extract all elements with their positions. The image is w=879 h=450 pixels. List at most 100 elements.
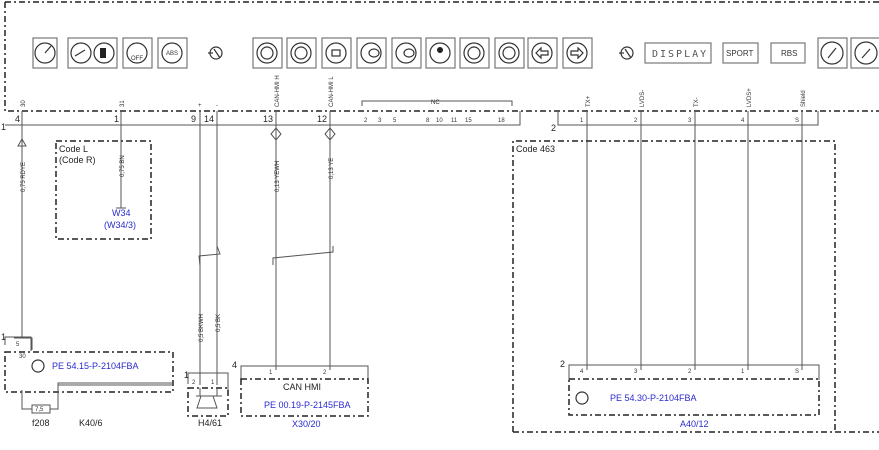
display-icon: DISPLAY (644, 42, 712, 64)
connector1-nc_pins-7-label: 18 (498, 118, 505, 124)
instrument-cluster-outline (4, 1, 879, 112)
high-beam-icon (391, 37, 422, 69)
x30-20-connector: 4 1 2 CAN HMI PE 00.19-P-2145FBA X30/20 (232, 360, 369, 429)
connector2-pins-4-pin-label: S (795, 118, 799, 124)
nc-pins: NC 2 3 5 8 10 11 15 18 (361, 100, 513, 124)
pin-1: 1 31 (114, 100, 126, 124)
rbs-label: RBS (781, 49, 797, 58)
transistor-icon (208, 46, 223, 60)
turn-right-icon (562, 37, 593, 69)
a40-conn-label: 2 (560, 359, 565, 369)
connector1-nc_pins-3-label: 8 (426, 118, 430, 124)
brake-icon (286, 37, 317, 69)
wire-label-bk: 0,5 BK (216, 314, 222, 332)
x30-reference-link[interactable]: PE 00.19-P-2145FBA (264, 400, 351, 410)
transistor-icon (619, 46, 634, 60)
parking-light-icon (321, 37, 352, 69)
rbs-icon: RBS (770, 42, 806, 64)
connector-1: 1 4 30 1 31 9 + 14 - 13 CAN-HMI H 12 CAN… (1, 75, 521, 132)
code_l-line1-label: Code L (59, 144, 88, 154)
connector2-pins-0-pin-label: 1 (580, 118, 584, 124)
connector-2: 2 1 TX+ 2 LVDS- 3 TX- 4 LVDS+ S Shield (551, 88, 819, 133)
a40-reference-link[interactable]: PE 54.30-P-2104FBA (610, 393, 697, 403)
esp-off-label: OFF (131, 56, 143, 62)
x30-title-label: CAN HMI (283, 382, 321, 392)
code_l-line2-label: (Code R) (59, 155, 96, 165)
esp-icon (425, 37, 456, 69)
turn-left-icon (527, 37, 558, 69)
x30-20-label: X30/20 (292, 419, 321, 429)
ground-point-w34-3[interactable]: (W34/3) (104, 220, 136, 230)
wire-label-bn: 0,75 BN (120, 155, 126, 177)
display-label: DISPLAY (652, 49, 708, 60)
gauge-icon (850, 37, 879, 69)
connector2-pins-1-signal-label: LVDS- (640, 90, 646, 107)
abs-label: ABS (166, 51, 178, 57)
tachometer-icon (817, 37, 848, 69)
connector1-pins-3-signal-label: - (216, 103, 218, 109)
a40-pins-0-label: 4 (580, 369, 584, 375)
cluster-icons: OFF ABS DISPLAY SPORT RBS (32, 37, 879, 69)
connector1-pins-5-pin-label: 12 (317, 114, 327, 124)
sport-icon: SPORT (722, 42, 759, 64)
a40-pins-3-label: 1 (741, 369, 745, 375)
a40-pins-4-label: S (795, 369, 799, 375)
connector2-pins-4-signal-label: Shield (801, 90, 807, 107)
ground-point-w34[interactable]: W34 (112, 208, 131, 218)
h4-pin1-label: 1 (211, 380, 215, 386)
k40-6-module: 1 5 30 PE 54.15-P-2104FBA 7,5 f208 K40/6 (1, 332, 174, 428)
fuse-rating: 7,5 (35, 407, 44, 413)
connector1-nc_pins-5-label: 11 (451, 118, 458, 124)
x30-pin1-label: 1 (269, 370, 273, 376)
connector2-pins-2-signal-label: TX- (694, 97, 700, 107)
fog-light-icon (356, 37, 387, 69)
connector1-pins-2-signal-label: + (198, 103, 202, 109)
connector1-pins-0-signal-label: 30 (21, 100, 27, 107)
connector1-pins-4-signal-label: CAN-HMI H (275, 75, 281, 107)
h4-61-speaker: 1 2 1 H4/61 (184, 370, 229, 428)
speedometer-icon (32, 37, 58, 69)
parking-brake-icon (494, 37, 525, 69)
connector1-pins-0-pin-label: 4 (15, 114, 20, 124)
parking-brake-icon (459, 37, 490, 69)
code_463-label: Code 463 (516, 144, 555, 154)
esp-off-icon: OFF (122, 37, 153, 69)
code-l-box: Code L (Code R) W34 (W34/3) (55, 140, 152, 240)
wire-label-rdye: 0,75 RDYE (21, 162, 27, 192)
a40-12-module: 2 4 3 2 1 S PE 54.30-P-2104FBA A40/12 (560, 359, 820, 429)
a40-pins-2-label: 2 (688, 369, 692, 375)
x30-conn-label: 4 (232, 360, 237, 370)
fuse-f208: f208 (32, 418, 50, 428)
k40-conn-label: 1 (1, 332, 6, 342)
fuel-gauge-icon (67, 37, 118, 69)
k40-pin_30-label: 30 (19, 354, 26, 360)
h4-pin2-label: 2 (192, 380, 196, 386)
h4-61-label: H4/61 (198, 418, 222, 428)
brake-warning-icon (252, 37, 283, 69)
connector1-nc_pins-4-label: 10 (436, 118, 443, 124)
k40-reference-link[interactable]: PE 54.15-P-2104FBA (52, 361, 139, 371)
pin-14: 14 - (204, 103, 218, 124)
connector2-pins-0-signal-label: TX+ (586, 95, 592, 107)
connector2-pins-3-signal-label: LVDS+ (747, 88, 753, 107)
connector2-pins-2-pin-label: 3 (688, 118, 692, 124)
wire-label-yewh: 0,13 YEWH (275, 161, 281, 192)
wire-label-bkwh: 0,5 BKWH (199, 314, 205, 342)
a40-12-label: A40/12 (680, 419, 709, 429)
connector1-pins-4-pin-label: 13 (263, 114, 273, 124)
a40-pins-1-label: 3 (634, 369, 638, 375)
h4-conn-label: 1 (184, 370, 189, 380)
pin-4: 4 30 (15, 100, 27, 124)
connector2-pins-3-pin-label: 4 (741, 118, 745, 124)
pin-13: 13 CAN-HMI H (263, 75, 281, 124)
code-463-box: Code 463 (512, 140, 879, 433)
connector1-nc_pins-2-label: 5 (393, 118, 397, 124)
connector1-pins-2-pin-label: 9 (191, 114, 196, 124)
connector1-pins-5-signal-label: CAN-HMI L (329, 76, 335, 107)
connector1-nc_pins-6-label: 15 (465, 118, 472, 124)
sport-label: SPORT (726, 49, 754, 58)
wire-label-ye: 0,13 YE (329, 158, 335, 179)
connector2-number-label: 2 (551, 123, 556, 133)
connector1-nc_label-label: NC (431, 100, 440, 106)
